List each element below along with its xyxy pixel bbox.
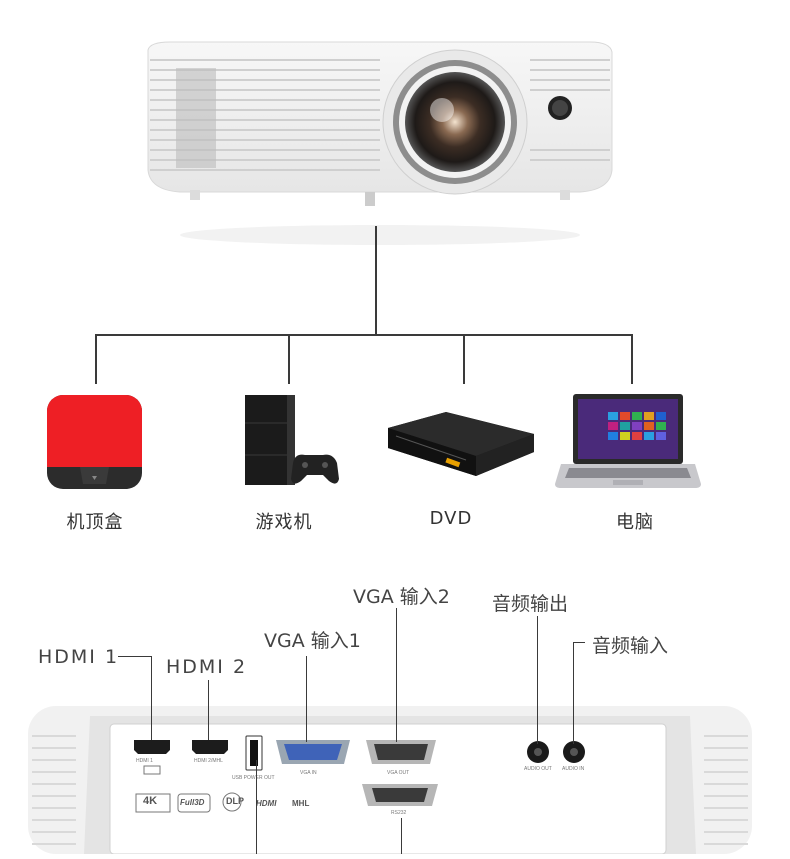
panel-label-audio-in: AUDIO IN [562,766,585,772]
panel-label-vga-out: VGA OUT [387,770,410,776]
callout-line-hdmi-1-h [118,656,152,657]
callout-line-audio-out [537,616,538,744]
panel-label-hdmi-1: HDMI 1 [136,758,153,764]
panel-label-rs232: RS232 [391,810,407,816]
panel-label-usb: USB POWER OUT [232,775,275,781]
device-label-game-console: 游戏机 [255,512,313,533]
tree-branch-line-4 [631,334,633,384]
label-audio-output: 音频输出 [492,593,569,615]
tree-trunk-line [375,226,377,336]
panel-label-hdmi-2: HDMI 2/MHL [194,758,223,764]
projector-rear-panel-image [28,706,752,855]
logo-hdmi: HDMI [256,799,277,808]
projector-front-image [130,30,630,270]
callout-line-hdmi-2 [208,680,209,740]
callout-line-usb [256,760,257,854]
tree-branch-line-3 [463,334,465,384]
laptop-icon [553,392,703,492]
callout-line-vga-2 [396,608,397,742]
logo-mhl: MHL [292,799,310,808]
device-label-set-top-box: 机顶盒 [66,512,124,533]
callout-line-hdmi-1-v [151,656,152,740]
logo-dlp: DLP [226,796,244,806]
logo-full3d: Full3D [180,798,205,807]
device-label-laptop: 电脑 [616,512,654,533]
callout-line-audio-in-v [573,642,574,744]
set-top-box-icon [46,394,143,490]
label-hdmi-2: HDMI 2 [166,656,248,678]
dvd-player-icon [386,408,536,480]
label-hdmi-1: HDMI 1 [38,646,120,668]
label-vga-input-2: VGA 输入2 [353,586,450,608]
panel-label-audio-out: AUDIO OUT [524,766,552,772]
device-label-dvd: DVD [429,508,473,529]
panel-label-vga-in: VGA IN [300,770,317,776]
callout-line-vga-1 [306,656,307,742]
label-vga-input-1: VGA 输入1 [264,630,361,652]
label-audio-input: 音频输入 [592,635,669,657]
callout-line-audio-in-h [573,642,585,643]
logo-4k: 4K [143,795,158,807]
tree-branch-line-2 [288,334,290,384]
game-console-icon [243,393,343,491]
tree-branch-line-1 [95,334,97,384]
tree-horizontal-line [95,334,633,336]
callout-line-rs232 [401,818,402,854]
